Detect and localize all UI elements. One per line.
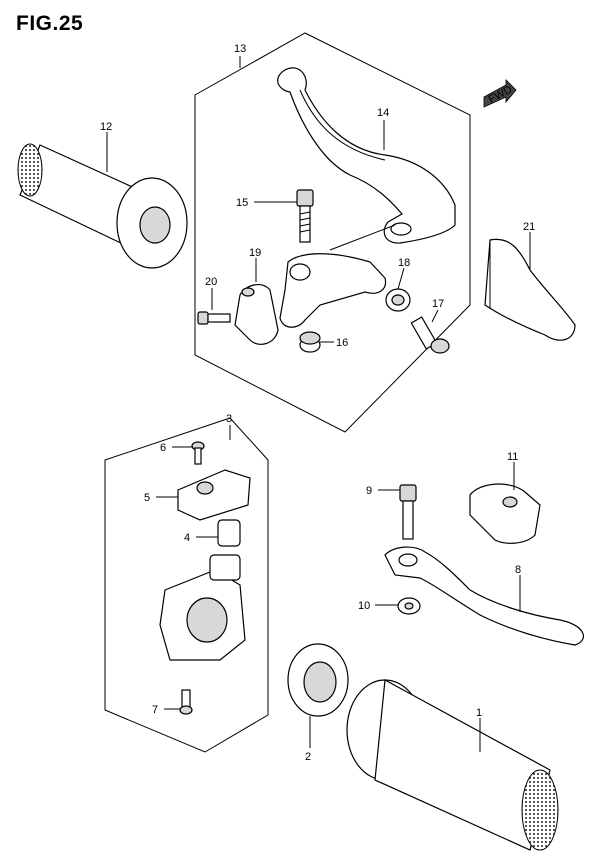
label-1: 1	[476, 707, 482, 719]
fwd-label: FWD	[487, 84, 515, 106]
label-11: 11	[507, 451, 518, 463]
label-19: 19	[249, 247, 261, 259]
label-21: 21	[523, 221, 535, 233]
callout-6: 6	[160, 442, 192, 454]
label-3: 3	[226, 413, 232, 425]
part-19-clamp	[234, 283, 279, 345]
figure-title: FIG.25	[16, 12, 84, 35]
label-15: 15	[236, 197, 248, 209]
callout-19: 19	[249, 247, 261, 282]
part-11-perch-cover	[469, 483, 541, 544]
callout-1: 1	[476, 707, 482, 752]
callout-4: 4	[184, 532, 218, 544]
callout-2: 2	[305, 716, 311, 763]
label-9: 9	[366, 485, 372, 497]
callout-11: 11	[507, 451, 518, 490]
part-2-ring	[287, 643, 349, 717]
part-6-screw	[191, 441, 205, 465]
label-8: 8	[515, 564, 521, 576]
callout-15: 15	[236, 197, 297, 209]
label-20: 20	[205, 276, 217, 288]
callout-20: 20	[205, 276, 217, 310]
fwd-arrow-icon: FWD	[483, 79, 517, 108]
part-17-adjuster-bolt	[410, 316, 450, 354]
part-14-clutch-lever	[277, 67, 456, 244]
part-18-adjuster-nut	[385, 288, 411, 312]
label-18: 18	[398, 257, 410, 269]
part-15-bolt	[296, 189, 314, 243]
callout-12: 12	[100, 121, 112, 172]
callout-7: 7	[152, 704, 180, 716]
callout-3: 3	[226, 413, 232, 440]
part-8-brake-lever	[384, 546, 585, 646]
callout-10: 10	[358, 600, 398, 612]
part-10-nut	[397, 597, 421, 615]
callout-5: 5	[144, 492, 178, 504]
callout-9: 9	[366, 485, 400, 497]
label-17: 17	[432, 298, 444, 310]
callout-21: 21	[523, 221, 535, 270]
label-2: 2	[305, 751, 311, 763]
part-12-left-grip	[17, 143, 188, 269]
label-14: 14	[377, 107, 389, 119]
part-3-switch-housing	[159, 554, 246, 661]
label-10: 10	[358, 600, 370, 612]
assembly-box-3	[104, 417, 269, 753]
part-9-pivot-bolt	[399, 484, 417, 540]
part-21-lever-cover	[484, 238, 576, 341]
callout-18: 18	[397, 257, 410, 290]
assembly-box-13	[194, 32, 471, 433]
label-13: 13	[234, 43, 246, 55]
callout-14: 14	[377, 107, 389, 150]
callout-17: 17	[431, 298, 444, 323]
part-1-right-grip	[346, 679, 559, 851]
part-4-retainer	[217, 519, 241, 547]
callout-13: 13	[234, 43, 246, 68]
callout-16: 16	[320, 337, 348, 349]
part-13-lever-holder	[279, 224, 396, 328]
label-16: 16	[336, 337, 348, 349]
callout-8: 8	[515, 564, 521, 612]
part-16-collar	[299, 331, 321, 353]
label-5: 5	[144, 492, 150, 504]
label-6: 6	[160, 442, 166, 454]
label-4: 4	[184, 532, 190, 544]
label-12: 12	[100, 121, 112, 133]
part-7-screw	[179, 689, 193, 715]
label-7: 7	[152, 704, 158, 716]
part-20-screw	[197, 311, 231, 325]
part-5-clip	[177, 469, 251, 521]
